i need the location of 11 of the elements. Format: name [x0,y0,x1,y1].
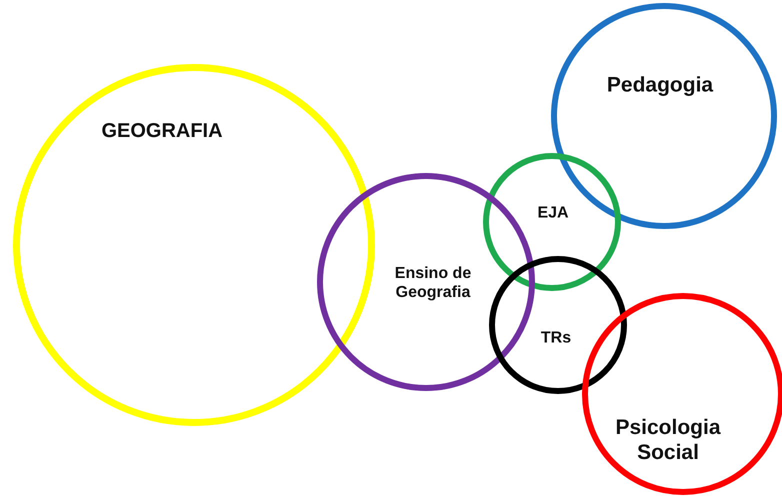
circle-label: TRs [540,328,572,348]
circle-outline [582,293,782,495]
circle-label: Ensino de Geografia [394,264,472,302]
circle-outline [483,153,621,291]
circle-outline [489,256,627,394]
circle-label: GEOGRAFIA [100,119,224,143]
circle-label: Pedagogia [606,72,714,98]
circle-outline [13,64,375,426]
circle-label: EJA [536,203,570,223]
circle-label: Psicologia Social [614,414,722,466]
circle-outline [317,173,535,391]
